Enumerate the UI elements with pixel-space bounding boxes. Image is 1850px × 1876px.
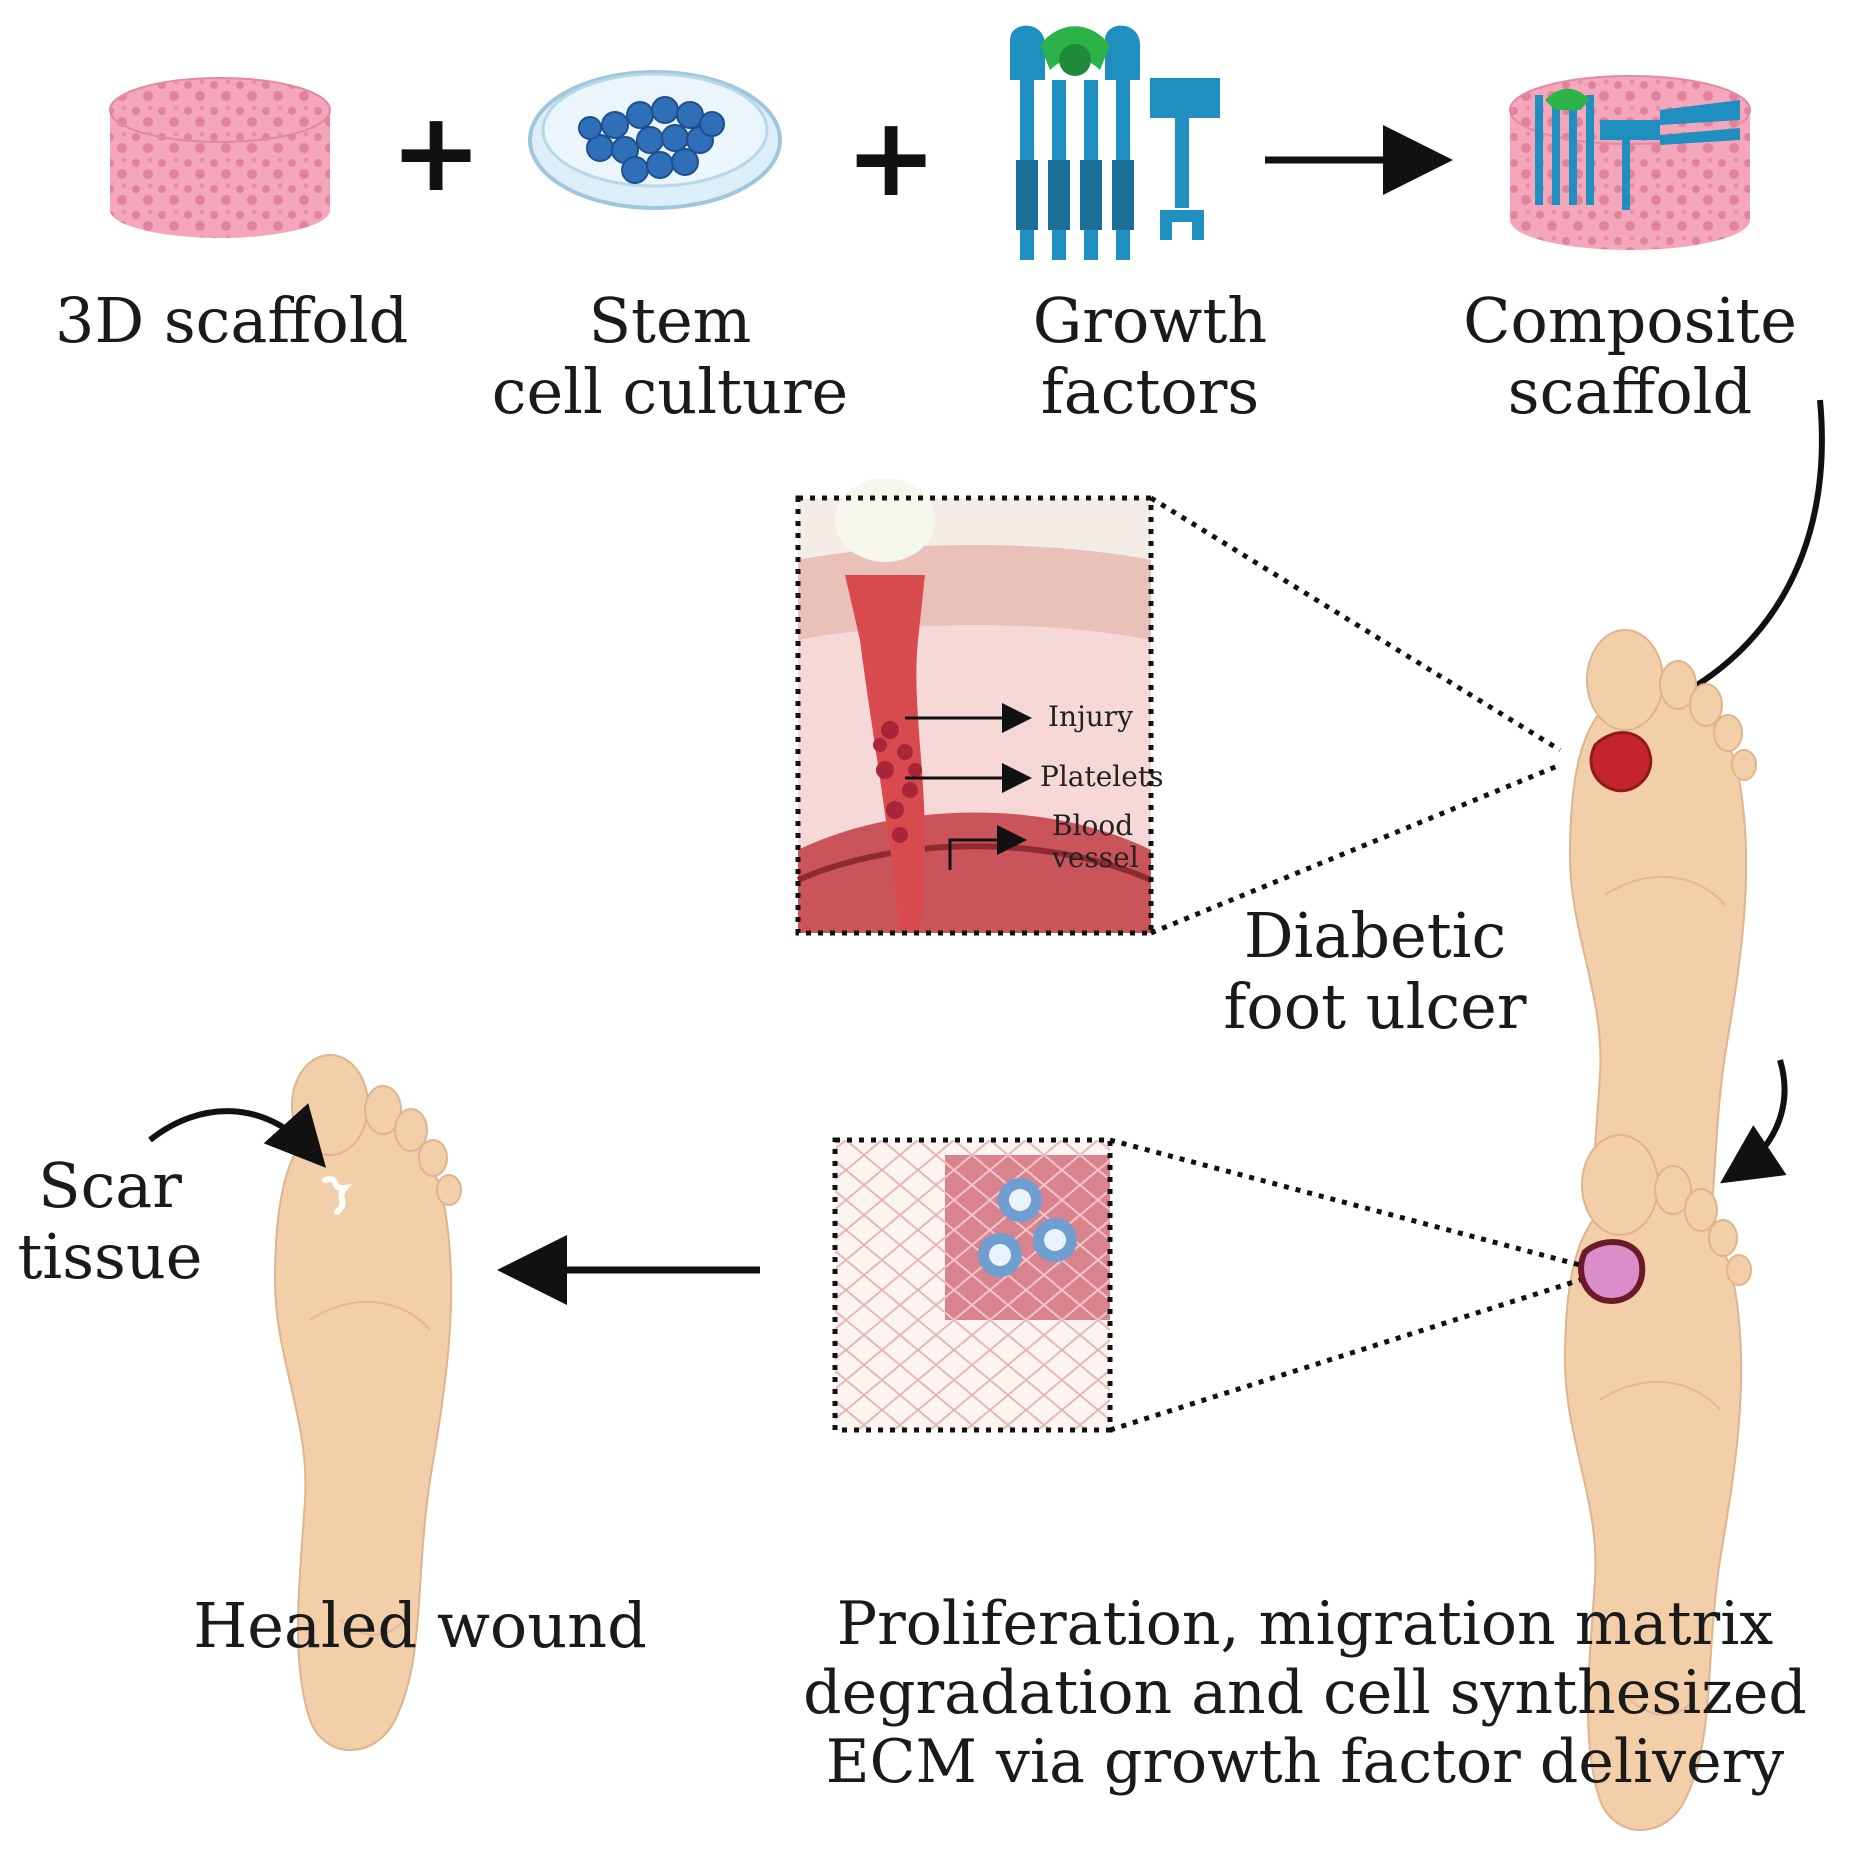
inset-label-injury: Injury — [1048, 700, 1133, 733]
treated-foot — [1564, 1134, 1752, 1831]
treated-wound — [1578, 1239, 1646, 1304]
inset-label-vessel: vessel — [1051, 841, 1139, 874]
matrix-inset — [832, 1137, 1581, 1433]
wound-cross-section-inset — [795, 478, 1562, 936]
plus-icon: + — [390, 88, 482, 216]
arrow-to-treated — [1720, 1059, 1788, 1184]
inset-label-platelets: Platelets — [1040, 760, 1163, 793]
label-healed-wound: Healed wound — [193, 1589, 647, 1662]
composite-scaffold-cylinder — [1509, 75, 1751, 250]
stem-cells-icon — [978, 1178, 1077, 1277]
inset-label-blood: Blood — [1052, 809, 1133, 842]
healed-foot — [274, 1054, 462, 1751]
arrow-to-scar — [148, 1103, 327, 1168]
label-3d-scaffold: 3D scaffold — [55, 284, 409, 357]
ulcer-foot — [1569, 629, 1757, 1326]
plus-icon: + — [845, 93, 937, 221]
scar-mark — [322, 1176, 353, 1215]
ulcer-wound — [1589, 731, 1653, 793]
growth-factor-receptors-icon — [1010, 25, 1220, 260]
scaffold-cylinder — [109, 77, 331, 238]
petri-dish-icon — [528, 70, 782, 210]
arrow-to-ulcer — [1638, 399, 1825, 718]
